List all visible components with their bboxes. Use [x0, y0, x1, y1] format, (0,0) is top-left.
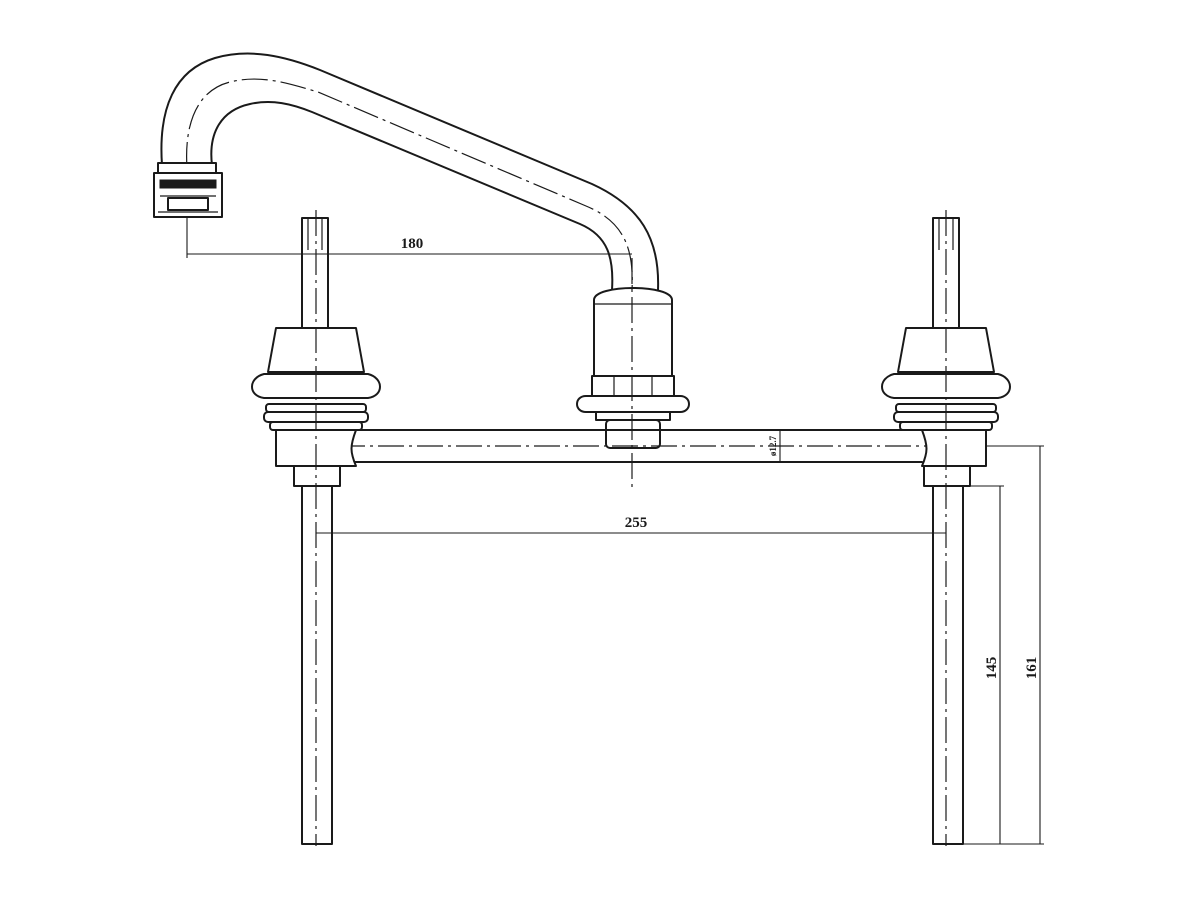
aerator-screen [159, 179, 217, 189]
aerator [153, 162, 223, 218]
tail-length-label: 145 [984, 657, 1000, 680]
overall-tail-length-label: 161 [1024, 657, 1040, 680]
spout-base [576, 258, 690, 492]
left-tail-nut [293, 465, 341, 487]
spout-flange [576, 395, 690, 413]
right-tail-pipe [932, 485, 964, 845]
left-spindle [301, 217, 329, 329]
right-valve [881, 210, 1011, 846]
dimension-tail-length: 145 [970, 485, 1004, 844]
spout-shank [605, 419, 661, 449]
pipe-diameter-label: ø12.7 [768, 435, 778, 456]
dimension-spout-reach: 180 [186, 216, 632, 258]
spout-washer [595, 411, 671, 421]
spout-reach-label: 180 [401, 236, 424, 252]
spout-collar [593, 287, 673, 377]
connecting-pipe [300, 429, 970, 463]
spout-nut [591, 375, 675, 397]
dimension-pipe-diameter: ø12.7 [768, 430, 781, 462]
dimension-handle-centres: 255 [316, 515, 946, 534]
spout [153, 52, 660, 291]
left-valve [251, 210, 381, 846]
left-tail-pipe [301, 485, 333, 845]
spout-outer-wall [160, 52, 660, 291]
aerator-insert [167, 197, 209, 211]
spout-inner-wall [210, 101, 614, 291]
right-tail-nut [923, 465, 971, 487]
handle-centres-label: 255 [625, 515, 648, 531]
spout-centreline [186, 78, 633, 291]
right-tee-body [921, 429, 987, 467]
dimension-overall-tail-length: 161 [963, 445, 1044, 845]
